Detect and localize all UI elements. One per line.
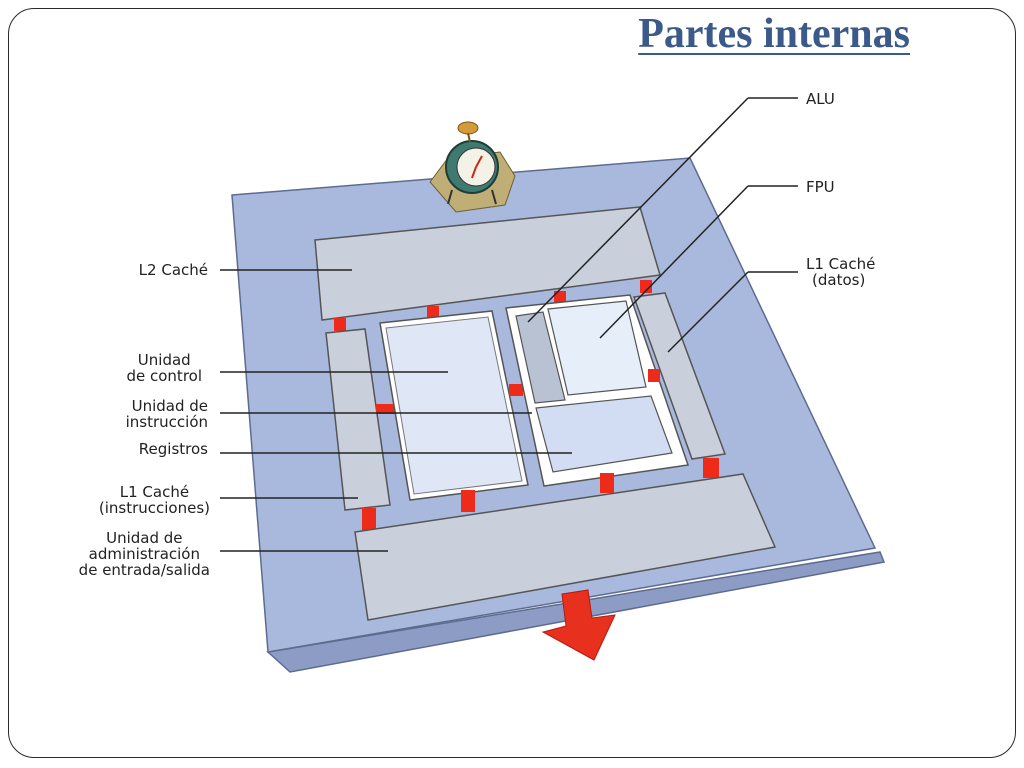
l1-datos-block: [632, 292, 727, 460]
label-alu: ALU: [806, 90, 835, 108]
label-unidad-instruccion-line2: instrucción: [125, 413, 208, 431]
label-l2-cache: L2 Caché: [138, 261, 208, 279]
label-fpu: FPU: [806, 178, 835, 196]
connector: [600, 473, 614, 493]
unidad-es-block: [354, 473, 777, 621]
label-l1-instr-line1: L1 Caché: [119, 483, 190, 501]
label-l1-datos: L1 Caché (datos): [806, 256, 875, 288]
label-l1-instr-line2: (instrucciones): [98, 499, 210, 517]
label-unidad-control: Unidad de control: [126, 352, 202, 384]
output-arrow-icon: [541, 589, 616, 661]
label-unidad-es-line2: administración: [88, 545, 200, 563]
alarm-clock-icon: [429, 121, 516, 213]
leader-line-alu: [527, 97, 749, 323]
connector: [554, 291, 566, 304]
l1-instrucciones-block: [325, 328, 391, 511]
label-unidad-es: Unidad de administración de entrada/sali…: [79, 530, 210, 578]
label-unidad-es-line3: de entrada/salida: [78, 561, 210, 579]
label-unidad-control-line1: Unidad: [137, 351, 191, 369]
alu-block: [515, 311, 566, 404]
connector: [703, 458, 719, 478]
leader-line-fpu: [599, 185, 749, 339]
connector: [334, 318, 346, 331]
slide-title: Partes internas: [638, 11, 910, 57]
label-l1-datos-line2: (datos): [812, 271, 866, 289]
label-unidad-instruccion-line1: Unidad de: [131, 397, 208, 415]
connector: [509, 384, 523, 396]
label-unidad-es-line1: Unidad de: [106, 529, 183, 547]
label-l1-instrucciones: L1 Caché (instrucciones): [99, 484, 210, 516]
l2-cache-block: [314, 206, 661, 321]
connector: [362, 508, 376, 530]
connector: [648, 369, 660, 382]
label-unidad-control-line2: de control: [126, 367, 202, 385]
connector: [461, 490, 475, 512]
leader-line-l1-datos: [667, 271, 749, 353]
label-unidad-instruccion: Unidad de instrucción: [126, 398, 208, 430]
label-l1-datos-line1: L1 Caché: [806, 255, 876, 273]
connector: [640, 280, 652, 293]
connector: [427, 306, 439, 319]
connector: [376, 404, 396, 414]
fpu-block: [547, 300, 647, 396]
label-registros: Registros: [138, 440, 208, 458]
